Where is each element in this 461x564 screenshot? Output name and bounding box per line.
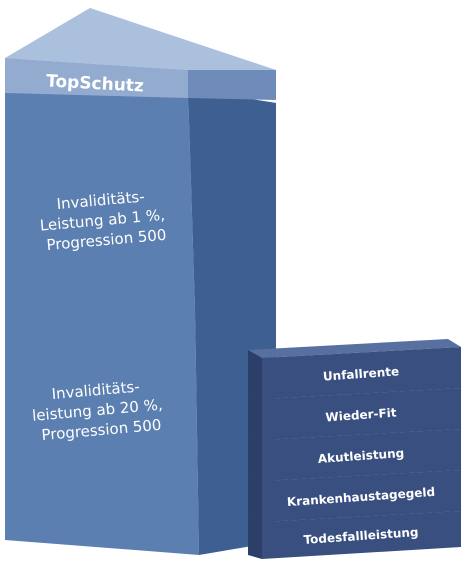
side-box-5-side-face xyxy=(248,517,262,559)
side-box-2-front-face xyxy=(262,388,461,440)
side-box-4-front-face xyxy=(262,470,461,522)
side-stack: Todesfallleistung Krankenhaustagegeld Ak… xyxy=(248,339,461,559)
side-box-1-front-face xyxy=(262,347,461,399)
side-box-3-front-face xyxy=(262,429,461,481)
top-cap-side-face xyxy=(188,70,276,100)
side-box-1-top-face xyxy=(248,339,461,358)
upper-block-front-face xyxy=(5,89,195,313)
side-box-1-label: Unfallrente xyxy=(322,364,399,383)
top-cap-front-face xyxy=(5,58,188,98)
side-box-1-side-face xyxy=(248,350,262,399)
side-box-4-side-face xyxy=(248,476,262,522)
upper-block-side-face xyxy=(188,89,276,320)
top-cap-top-face xyxy=(5,8,276,70)
side-box-5-front-face xyxy=(262,511,461,559)
side-box-2-side-face xyxy=(248,394,262,440)
side-box-3-label: Akutleistung xyxy=(317,446,404,466)
side-box-2-label: Wieder-Fit xyxy=(325,406,397,425)
top-cap: TopSchutz xyxy=(5,8,276,100)
side-box-unfallrente: Unfallrente xyxy=(248,339,461,399)
lower-block-front-face xyxy=(5,307,199,555)
lower-block: Invaliditäts- leistung ab 20 %, Progress… xyxy=(5,307,276,555)
upper-block: Invaliditäts- Leistung ab 1 %, Progressi… xyxy=(5,89,276,320)
side-box-3-side-face xyxy=(248,435,262,481)
